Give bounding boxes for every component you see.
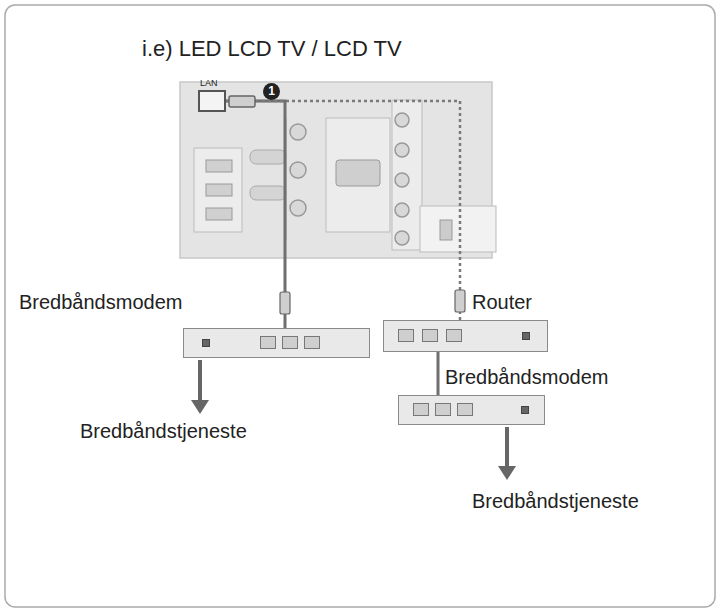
service-label: Bredbåndstjeneste [80,420,247,443]
modem-box: Bredbåndsmodem [398,395,545,425]
port [446,329,462,342]
node-label: Router [472,291,532,314]
node-label: Bredbåndsmodem [445,366,608,389]
network-cable [226,101,460,320]
node-label: Bredbåndsmodem [19,291,182,314]
lan-plug [280,292,290,314]
router-box: Router [383,320,548,352]
port [398,329,414,342]
lan-port: LAN [198,90,226,112]
node-label: LAN [200,78,218,88]
port [260,336,276,349]
title: i.e) LED LCD TV / LCD TV [142,36,402,62]
port [413,403,429,416]
port [521,406,529,414]
network-cable [437,352,440,395]
port [422,329,438,342]
lan-plug [229,96,255,107]
port [435,403,451,416]
port [304,336,320,349]
modem-box: Bredbåndsmodem [183,328,370,358]
network-cable [226,101,285,328]
frame [5,5,715,607]
port [202,339,210,347]
tv-back-panel [180,82,496,258]
port [522,332,530,340]
service-label: Bredbåndstjeneste [472,490,639,513]
lan-plug [455,290,465,312]
port [282,336,298,349]
callout-number: 1 [263,83,280,100]
port [457,403,473,416]
